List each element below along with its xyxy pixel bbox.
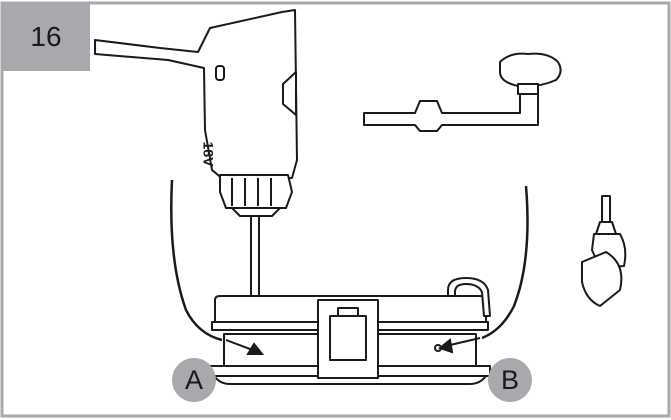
arrow-a-icon — [225, 339, 265, 355]
drill-icon — [94, 9, 298, 299]
step-number-badge: 16 — [2, 3, 90, 71]
angle-adapter-icon — [581, 195, 627, 307]
strap-lines — [170, 179, 529, 342]
callout-b: B — [488, 358, 532, 402]
drill-voltage-label: 18V — [200, 141, 217, 167]
callout-a: A — [172, 358, 216, 402]
clamp-assembly-icon — [209, 277, 491, 385]
crank-handle-icon — [363, 52, 562, 132]
arrow-b-icon — [434, 337, 481, 354]
